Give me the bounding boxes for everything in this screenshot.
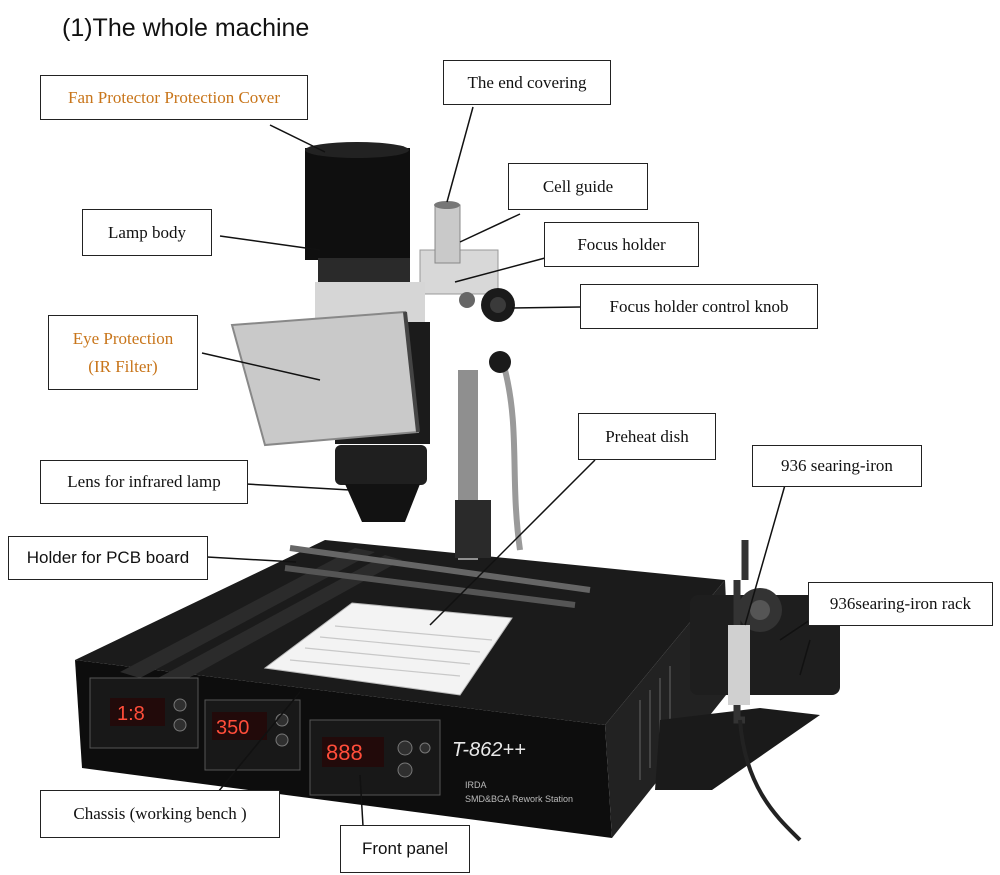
label-searing-iron: 936 searing-iron [752, 445, 922, 487]
label-iron-rack: 936searing-iron rack [808, 582, 993, 626]
eye-protection-line1: Eye Protection [72, 328, 174, 348]
label-lens: Lens for infrared lamp [40, 460, 248, 504]
side-knob [489, 351, 511, 373]
iron-tray [655, 708, 820, 790]
model-subtitle-2: SMD&BGA Rework Station [465, 794, 573, 804]
panel-buttons [173, 698, 431, 778]
cell-guide-cap [434, 201, 460, 209]
fan-cover [305, 148, 410, 260]
stand-base-collar [455, 500, 491, 558]
display-2: 350 [216, 717, 249, 739]
model-subtitle-1: IRDA [465, 780, 487, 790]
label-cell-guide: Cell guide [508, 163, 648, 210]
focus-screw [459, 292, 475, 308]
page-title: (1)The whole machine [62, 14, 310, 42]
flex-hose [502, 369, 523, 551]
leader-lines [199, 106, 811, 827]
label-focus-holder: Focus holder [544, 222, 699, 267]
led-displays [110, 698, 384, 767]
iron-rack-base [690, 595, 840, 695]
label-pcb-holder: Holder for PCB board [8, 536, 208, 580]
iron-cable [738, 719, 802, 842]
label-front-panel: Front panel [340, 825, 470, 873]
eye-protection-line2: (IR Filter) [88, 356, 158, 376]
display-3: 888 [326, 740, 363, 765]
preheat-dish-plate [263, 602, 513, 696]
label-preheat-dish: Preheat dish [578, 413, 716, 460]
label-focus-knob: Focus holder control knob [580, 284, 818, 329]
cell-guide-post [434, 204, 461, 264]
preheat-dish-grid [289, 625, 493, 677]
lens-cone [345, 484, 420, 522]
label-lamp-body: Lamp body [82, 209, 212, 256]
model-logo: T-862++ [452, 739, 526, 761]
pcb-holder-rails [120, 545, 591, 685]
ir-filter-plate [230, 310, 420, 447]
lens-ring [335, 445, 427, 485]
label-chassis: Chassis (working bench ) [40, 790, 280, 838]
label-end-covering: The end covering [443, 60, 611, 105]
display-1: 1:8 [117, 703, 145, 725]
label-fan-protector: Fan Protector Protection Cover [40, 75, 308, 120]
label-eye-protection: Eye Protection (IR Filter) [48, 315, 198, 390]
